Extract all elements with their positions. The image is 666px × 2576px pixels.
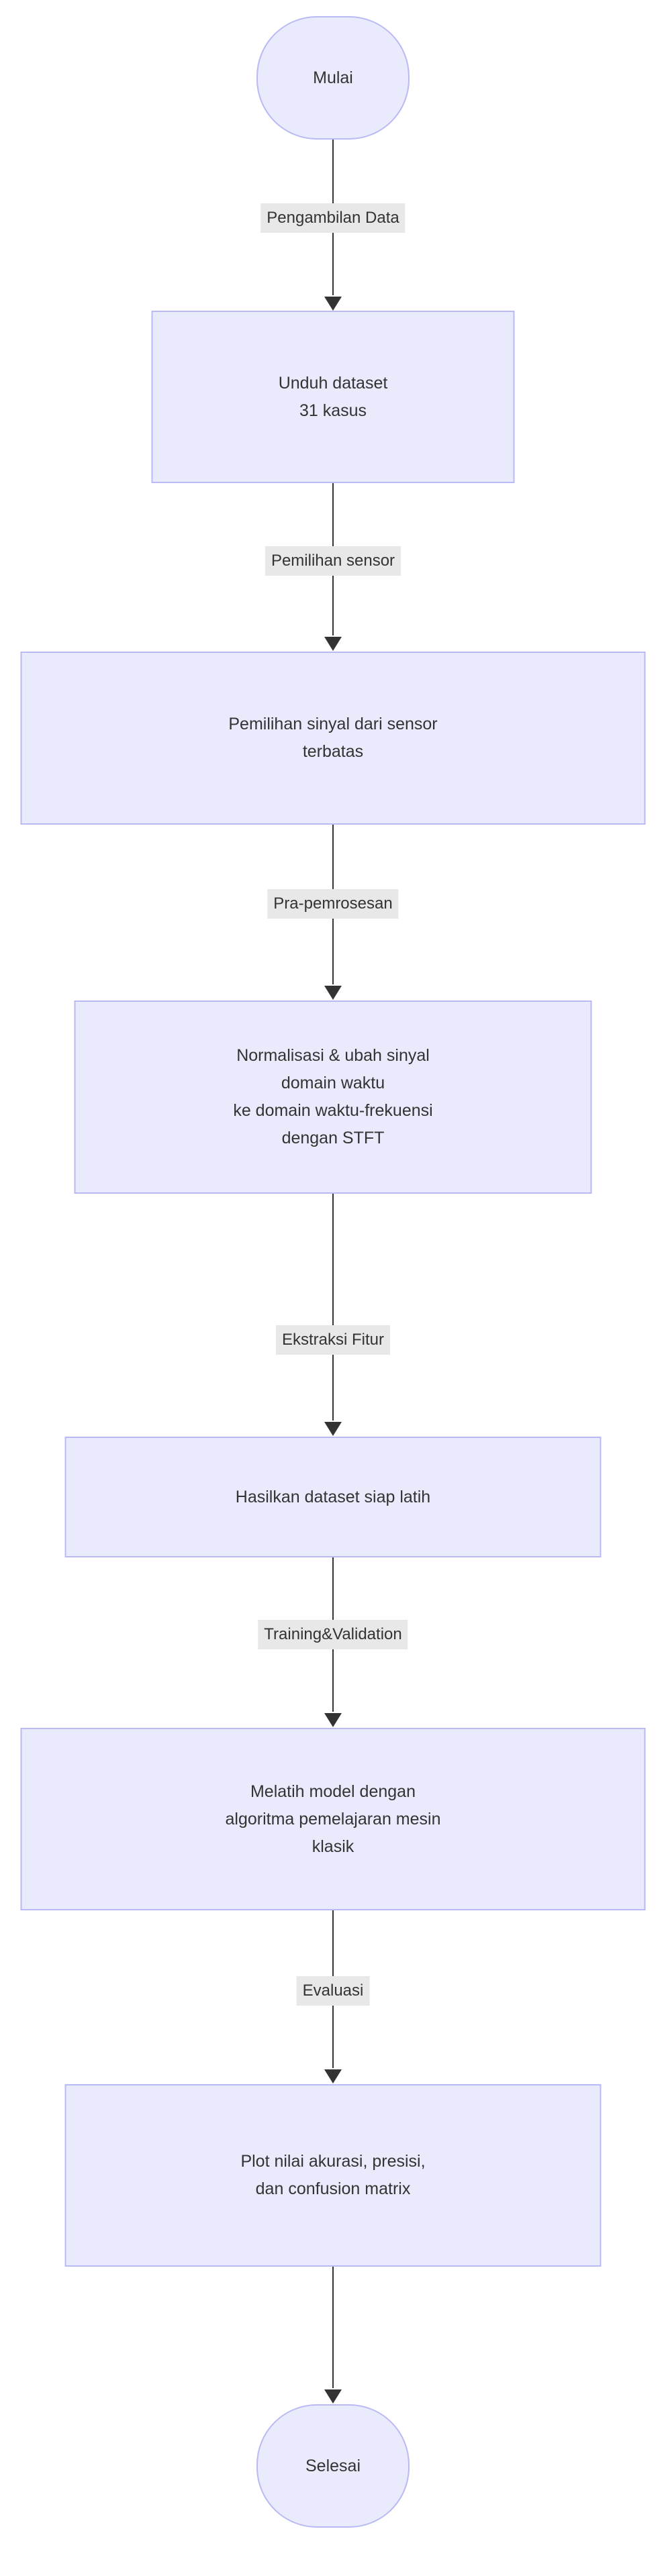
- node-evaluate-metrics[interactable]: Plot nilai akurasi, presisi, dan confusi…: [64, 2084, 602, 2267]
- node-sensor-selection-label: Pemilihan sinyal dari sensor terbatas: [228, 715, 438, 761]
- arrowhead-icon: [324, 637, 342, 651]
- edge-label-pra-pemrosesan: Pra-pemrosesan: [267, 889, 399, 919]
- node-preprocessing-stft-label: Normalisasi & ubah sinyal domain waktu k…: [233, 1046, 433, 1147]
- node-train-model[interactable]: Melatih model dengan algoritma pemelajar…: [20, 1728, 646, 1910]
- node-download-dataset-label: Unduh dataset 31 kasus: [278, 373, 388, 420]
- node-start-label: Mulai: [313, 68, 353, 87]
- edge-label-pemilihan-sensor: Pemilihan sensor: [265, 546, 401, 576]
- edge-preprocess-to-dataset: [324, 1194, 342, 1437]
- edge-label-evaluasi: Evaluasi: [296, 1976, 370, 2006]
- edge-evaluate-to-end: [324, 2267, 342, 2404]
- node-sensor-selection[interactable]: Pemilihan sinyal dari sensor terbatas: [20, 652, 646, 825]
- arrowhead-icon: [324, 297, 342, 311]
- node-training-dataset-label: Hasilkan dataset siap latih: [235, 1487, 431, 1506]
- arrowhead-icon: [324, 1422, 342, 1436]
- node-end-label: Selesai: [305, 2456, 361, 2475]
- node-start[interactable]: Mulai: [256, 16, 410, 140]
- node-download-dataset[interactable]: Unduh dataset 31 kasus: [151, 311, 515, 483]
- edge-line: [332, 1194, 334, 1421]
- edge-label-training-validation: Training&Validation: [258, 1620, 408, 1649]
- node-training-dataset[interactable]: Hasilkan dataset siap latih: [64, 1437, 602, 1557]
- edge-label-pengambilan-data: Pengambilan Data: [260, 203, 406, 233]
- arrowhead-icon: [324, 2069, 342, 2083]
- edge-label-ekstraksi-fitur: Ekstraksi Fitur: [275, 1325, 391, 1355]
- node-train-model-label: Melatih model dengan algoritma pemelajar…: [225, 1782, 441, 1856]
- arrowhead-icon: [324, 1713, 342, 1727]
- arrowhead-icon: [324, 2389, 342, 2404]
- node-end[interactable]: Selesai: [256, 2404, 410, 2528]
- node-preprocessing-stft[interactable]: Normalisasi & ubah sinyal domain waktu k…: [74, 1000, 592, 1194]
- arrowhead-icon: [324, 986, 342, 1000]
- edge-line: [332, 2267, 334, 2388]
- node-evaluate-metrics-label: Plot nilai akurasi, presisi, dan confusi…: [240, 2152, 426, 2198]
